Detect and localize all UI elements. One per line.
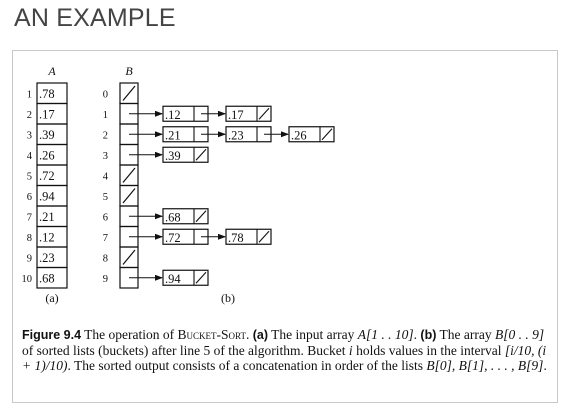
list-node-value: .68 [165, 210, 181, 224]
array-a-index: 10 [22, 274, 33, 285]
array-b: B 0 1 2 3 4 5 6 7 8 9 (b) [103, 64, 235, 305]
array-a-index: 4 [27, 151, 33, 162]
caption-algorithm-name: Bucket-Sort [177, 327, 246, 342]
caption-part-a-label: (a) [252, 328, 269, 342]
array-a: A 1 .78 2 .17 3 .39 4 .26 5 .72 6 .94 7 .21 8 .12 9 .23 10.… [22, 64, 68, 305]
array-b-index: 0 [103, 90, 108, 101]
caption-figure-label: Figure 9.4 [22, 328, 82, 342]
caption-bucket-i: i [348, 343, 353, 358]
caption-text-6: of sorted lists (buckets) after line 5 o… [22, 343, 349, 358]
array-a-name: A [47, 64, 56, 78]
array-a-value: .26 [39, 149, 55, 163]
array-b-index: 9 [103, 274, 108, 285]
nil-slash [258, 230, 270, 243]
caption-interval: [i/10, (i + 1)/10) [22, 343, 547, 373]
array-a-value: .68 [39, 272, 55, 286]
array-b-name: B [125, 64, 133, 78]
caption-text-3: The input array [268, 327, 358, 342]
caption-text-5: The array [436, 327, 495, 342]
caption-text-7: holds values in the interval [352, 343, 505, 358]
caption-text-9: . [543, 358, 547, 373]
list-node-value: .26 [291, 128, 307, 142]
nil-slash [122, 249, 136, 265]
caption-part-b-label: (b) [420, 328, 437, 342]
array-b-index: 7 [103, 233, 108, 244]
array-a-value: .12 [39, 231, 55, 245]
page-heading: AN EXAMPLE [14, 4, 176, 32]
caption-text-2: . [246, 327, 253, 342]
array-a-value: .72 [39, 169, 55, 183]
list-node [162, 146, 209, 163]
list-node-value: .23 [228, 128, 244, 142]
caption-text-4: . [413, 327, 421, 342]
list-node-value: .21 [165, 128, 181, 142]
list-node [288, 126, 335, 143]
array-a-index: 1 [27, 90, 32, 101]
caption-lists: B[0], B[1], . . . , B[9] [426, 358, 544, 373]
array-b-index: 4 [103, 172, 109, 183]
array-a-sublabel: (a) [45, 291, 58, 305]
array-a-index: 2 [27, 110, 32, 121]
array-b-sublabel: (b) [221, 291, 235, 305]
caption-text-1: The operation of [81, 327, 178, 342]
nil-slash [195, 148, 207, 161]
nil-slash [122, 85, 136, 101]
list-node [162, 269, 209, 286]
array-a-cell [36, 266, 68, 289]
caption-array-b-ref: B[0 . . 9] [494, 327, 545, 342]
array-a-index: 9 [27, 254, 32, 265]
list-node-value: .17 [228, 108, 244, 122]
array-a-index: 5 [27, 172, 32, 183]
bucket-sort-diagram: A1.782.173.394.265.726.947.218.129.2310.… [22, 64, 335, 305]
array-a-value: .39 [39, 128, 55, 142]
array-a-index: 6 [27, 192, 32, 203]
array-a-value: .78 [39, 87, 55, 101]
list-node-value: .94 [165, 272, 181, 286]
array-b-index: 5 [103, 192, 108, 203]
list-node-value: .12 [165, 108, 181, 122]
list-node [162, 208, 209, 225]
array-b-index: 1 [103, 110, 108, 121]
array-b-index: 2 [103, 131, 108, 142]
array-a-value: .23 [39, 251, 55, 265]
caption-text-8: . The sorted output consists of a concat… [67, 358, 427, 373]
array-a-index: 8 [27, 233, 32, 244]
list-node-value: .72 [165, 231, 181, 245]
list-node-value: .78 [228, 231, 244, 245]
caption-array-a-ref: A[1 . . 10] [357, 327, 414, 342]
list-node [225, 228, 272, 245]
array-a-index: 3 [27, 131, 32, 142]
list-node [225, 105, 272, 122]
bucket-lists: .12 .17 .21 .23 .26 .39 .68 .72 .78 .94 [128, 105, 335, 286]
array-a-value: .21 [39, 210, 55, 224]
array-a-index: 7 [27, 213, 32, 224]
array-a-value: .94 [39, 190, 55, 204]
figure-caption: Figure 9.4 The operation of Bucket-Sort.… [22, 327, 552, 373]
array-b-index: 3 [103, 151, 108, 162]
nil-slash [122, 167, 136, 183]
nil-slash [122, 188, 136, 204]
array-b-index: 8 [103, 254, 108, 265]
list-node-value: .39 [165, 149, 181, 163]
nil-slash [321, 128, 333, 141]
nil-slash [195, 271, 207, 284]
array-b-index: 6 [103, 213, 108, 224]
array-a-value: .17 [39, 108, 55, 122]
nil-slash [258, 107, 270, 120]
nil-slash [195, 210, 207, 223]
